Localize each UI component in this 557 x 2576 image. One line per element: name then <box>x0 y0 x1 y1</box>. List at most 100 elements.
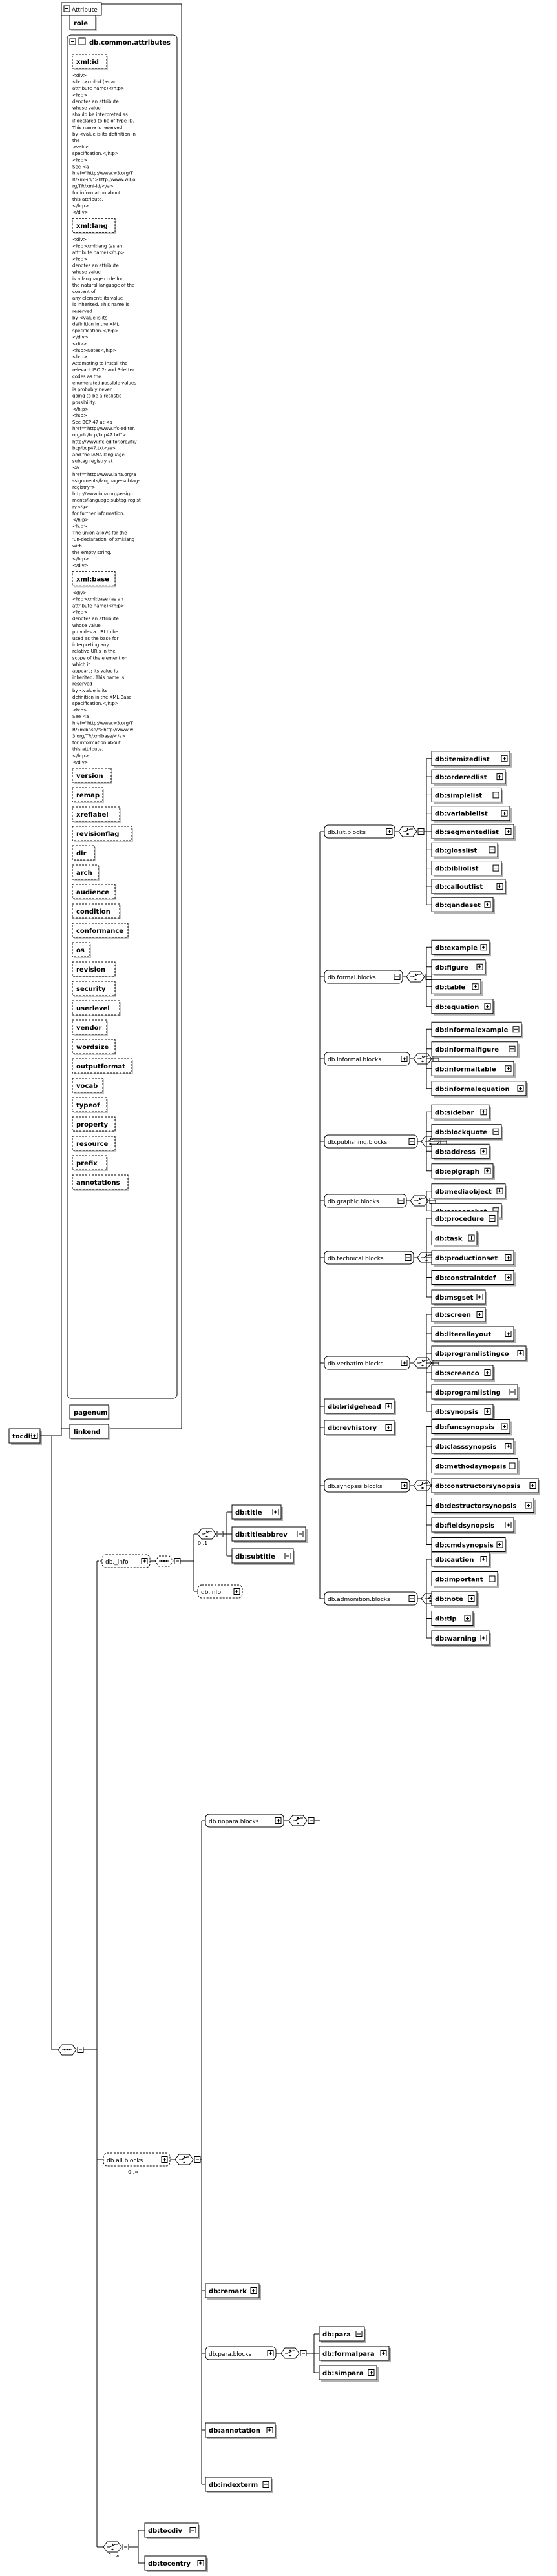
element-db-simplelist[interactable] <box>431 787 503 804</box>
expand-icon[interactable] <box>31 1433 38 1439</box>
element-db-funcsynopsis-label[interactable]: db:funcsynopsis <box>435 1424 494 1431</box>
collapse-icon[interactable] <box>69 38 76 45</box>
expand-icon[interactable] <box>197 2560 204 2566</box>
element-db-tip-label[interactable]: db:tip <box>435 1616 457 1623</box>
expand-icon[interactable] <box>284 1553 291 1559</box>
group-db-list-blocks-label[interactable]: db.list.blocks <box>328 830 366 836</box>
element-db-calloutlist[interactable] <box>431 879 507 895</box>
expand-icon[interactable] <box>272 1509 279 1515</box>
element-db-epigraph-label[interactable]: db:epigraph <box>435 1169 479 1176</box>
expand-icon[interactable] <box>505 1522 512 1528</box>
expand-icon[interactable] <box>476 963 483 970</box>
expand-icon[interactable] <box>505 1331 512 1337</box>
attribute-xml-id[interactable] <box>72 54 108 70</box>
attribute-condition[interactable] <box>72 903 121 919</box>
element-db-para[interactable] <box>319 2326 366 2343</box>
element-db-mediaobject[interactable] <box>431 1183 507 1200</box>
group-db-informal-blocks-label[interactable]: db.informal.blocks <box>328 1057 381 1063</box>
attribute-xml-base-label[interactable]: xml:base <box>76 576 109 583</box>
element-db-cmdsynopsis[interactable] <box>431 1537 507 1554</box>
expand-icon[interactable] <box>525 1502 532 1509</box>
element-db-glosslist[interactable] <box>431 842 499 859</box>
element-db-example-label[interactable]: db:example <box>435 945 478 952</box>
element-db-classsynopsis-label[interactable]: db:classsynopsis <box>435 1444 496 1451</box>
expand-icon[interactable] <box>505 1065 512 1072</box>
attribute-dir[interactable] <box>72 845 96 861</box>
expand-icon[interactable] <box>401 1360 408 1366</box>
element-db-constructorsynopsis-label[interactable]: db:constructorsynopsis <box>435 1483 521 1490</box>
expand-icon[interactable] <box>489 1575 496 1582</box>
attribute-linkend-label[interactable]: linkend <box>74 1429 100 1436</box>
expand-icon[interactable] <box>480 1148 487 1155</box>
element-db-example[interactable] <box>431 939 491 957</box>
attribute-userlevel-label[interactable]: userlevel <box>76 1005 110 1012</box>
element-db-methodsynopsis[interactable] <box>431 1458 520 1475</box>
element-db-important-label[interactable]: db:important <box>435 1577 483 1584</box>
attribute-arch[interactable] <box>72 864 100 881</box>
attribute-outputformat[interactable] <box>72 1058 133 1074</box>
expand-icon[interactable] <box>496 1541 503 1548</box>
element-db-orderedlist[interactable] <box>431 769 507 786</box>
collapse-icon[interactable] <box>63 5 70 12</box>
element-db-subtitle[interactable] <box>231 1548 295 1565</box>
attribute-audience[interactable] <box>72 884 116 900</box>
expand-icon[interactable] <box>401 1056 408 1062</box>
attribute-resource-label[interactable]: resource <box>76 1141 109 1148</box>
element-db-equation[interactable] <box>431 999 495 1016</box>
expand-icon[interactable] <box>484 901 491 908</box>
element-db-bridgehead-label[interactable]: db:bridgehead <box>328 1404 381 1411</box>
expand-icon[interactable] <box>509 1462 516 1469</box>
group-db-formal-blocks-label[interactable]: db.formal.blocks <box>328 975 376 981</box>
element-db-important[interactable] <box>431 1571 499 1588</box>
element-db-screen[interactable] <box>431 1307 487 1324</box>
expand-icon[interactable] <box>496 773 503 781</box>
expand-icon[interactable] <box>492 792 499 799</box>
attribute-xml-lang-label[interactable]: xml:lang <box>76 223 108 230</box>
attribute-property[interactable] <box>72 1116 116 1132</box>
attribute-annotations-label[interactable]: annotations <box>76 1180 120 1187</box>
element-db-titleabbrev-label[interactable]: db:titleabbrev <box>235 1531 288 1538</box>
expand-icon[interactable] <box>385 1403 392 1409</box>
expand-icon[interactable] <box>233 1588 240 1595</box>
element-db-informalexample-label[interactable]: db:informalexample <box>435 1027 509 1034</box>
expand-icon[interactable] <box>484 1408 491 1415</box>
attribute-remap-label[interactable]: remap <box>76 792 100 799</box>
expand-icon[interactable] <box>408 1138 415 1145</box>
element-db-blockquote[interactable] <box>431 1124 503 1141</box>
element-db-tocdiv-label[interactable]: db:tocdiv <box>148 2528 182 2535</box>
element-db-warning-label[interactable]: db:warning <box>435 1635 476 1642</box>
element-db-informalfigure[interactable] <box>431 1041 520 1058</box>
element-db-variablelist[interactable] <box>431 806 512 823</box>
element-db-constraintdef[interactable] <box>431 1270 516 1287</box>
expand-icon[interactable] <box>505 1443 512 1449</box>
element-db-note-label[interactable]: db:note <box>435 1596 463 1603</box>
element-db-procedure-label[interactable]: db:procedure <box>435 1216 484 1223</box>
element-db-caution-label[interactable]: db:caution <box>435 1557 474 1564</box>
expand-icon[interactable] <box>509 1389 516 1395</box>
expand-icon[interactable] <box>468 1234 475 1242</box>
element-db-address[interactable] <box>431 1143 491 1161</box>
attribute-vocab[interactable] <box>72 1078 104 1094</box>
element-db-screenco[interactable] <box>431 1365 495 1382</box>
attribute-wordsize[interactable] <box>72 1039 116 1055</box>
expand-icon[interactable] <box>385 1424 392 1431</box>
element-db-subtitle-label[interactable]: db:subtitle <box>235 1553 275 1560</box>
element-db-indexterm-label[interactable]: db:indexterm <box>209 2482 258 2489</box>
element-db-calloutlist-label[interactable]: db:calloutlist <box>435 884 483 891</box>
element-db-simpara[interactable] <box>319 2365 379 2382</box>
attribute-prefix-label[interactable]: prefix <box>76 1160 98 1167</box>
group-db-publishing-blocks-label[interactable]: db.publishing.blocks <box>328 1140 387 1146</box>
element-db-informaltable-label[interactable]: db:informaltable <box>435 1066 496 1073</box>
element-db-mediaobject-label[interactable]: db:mediaobject <box>435 1189 492 1196</box>
element-db-funcsynopsis[interactable] <box>431 1419 512 1436</box>
expand-icon[interactable] <box>405 1254 412 1261</box>
expand-icon[interactable] <box>492 864 499 872</box>
element-db-informalfigure-label[interactable]: db:informalfigure <box>435 1047 499 1054</box>
element-db-productionset-label[interactable]: db:productionset <box>435 1255 498 1262</box>
expand-icon[interactable] <box>489 1215 496 1222</box>
element-db-para-label[interactable]: db:para <box>322 2331 351 2338</box>
attribute-os-label[interactable]: os <box>76 947 85 954</box>
expand-icon[interactable] <box>380 2350 387 2356</box>
attribute-xml-base[interactable] <box>72 571 116 588</box>
element-db-title[interactable] <box>231 1504 283 1521</box>
